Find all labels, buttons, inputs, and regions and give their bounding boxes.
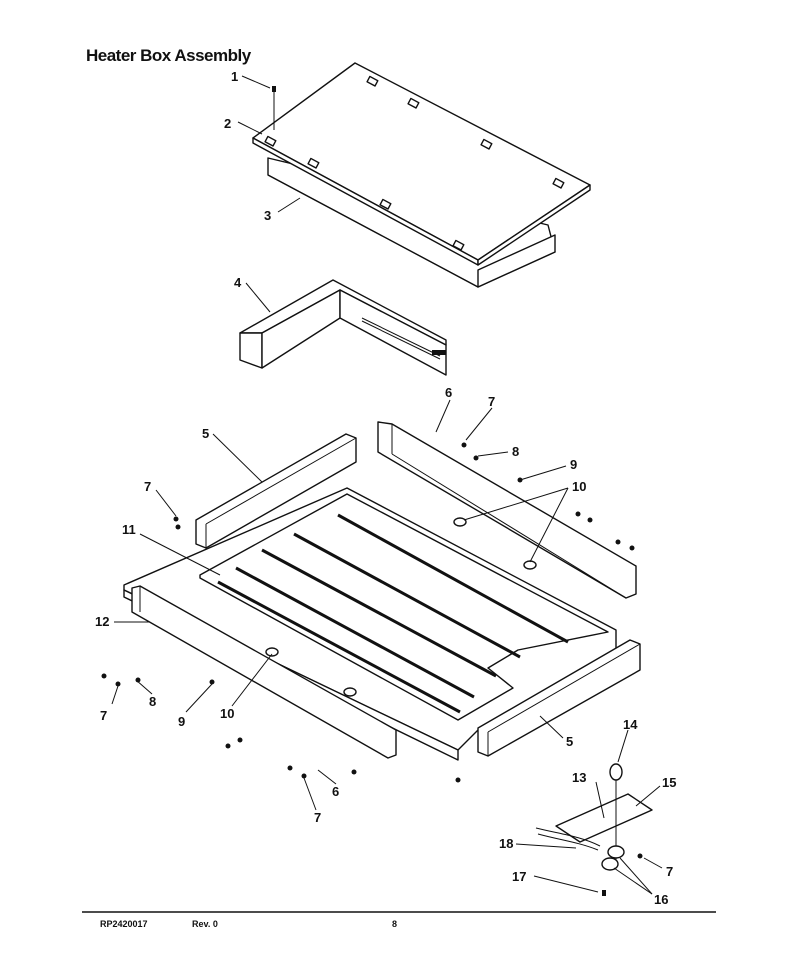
side-rail-lower-right xyxy=(477,639,641,757)
corner-insulation xyxy=(239,279,447,376)
callout-7-left: 7 xyxy=(144,479,151,494)
callout-6-lower: 6 xyxy=(332,784,339,799)
side-rail-right xyxy=(377,421,637,599)
footer-revision: Rev. 0 xyxy=(192,919,218,929)
callout-10-upper: 10 xyxy=(572,479,586,494)
callout-15: 15 xyxy=(662,775,676,790)
top-cover-plate xyxy=(252,62,591,266)
callout-4: 4 xyxy=(234,275,242,290)
callout-7-bracket: 7 xyxy=(666,864,673,879)
callout-2: 2 xyxy=(224,116,231,131)
screw-part-1 xyxy=(272,86,276,130)
callout-7-lower-left: 7 xyxy=(100,708,107,723)
fasteners xyxy=(101,442,643,859)
callout-18: 18 xyxy=(499,836,513,851)
callout-10-lower: 10 xyxy=(220,706,234,721)
callout-5-upper: 5 xyxy=(202,426,209,441)
callout-1: 1 xyxy=(231,69,238,84)
callout-9-lower: 9 xyxy=(178,714,185,729)
callout-6-upper: 6 xyxy=(445,385,452,400)
side-rail-left xyxy=(195,433,357,549)
page-title: Heater Box Assembly xyxy=(86,46,251,65)
callout-7-lower: 7 xyxy=(314,810,321,825)
thermostat-bracket-assembly xyxy=(535,763,653,896)
callout-11: 11 xyxy=(122,522,136,537)
leader-lines xyxy=(111,75,663,895)
callout-17: 17 xyxy=(512,869,526,884)
callout-13: 13 xyxy=(572,770,586,785)
callout-5-lower: 5 xyxy=(566,734,573,749)
callout-7-upper-right: 7 xyxy=(488,394,495,409)
callout-16: 16 xyxy=(654,892,668,907)
callout-12: 12 xyxy=(95,614,109,629)
callout-8-lower: 8 xyxy=(149,694,156,709)
callout-14: 14 xyxy=(623,717,638,732)
footer-doc-number: RP2420017 xyxy=(100,919,148,929)
front-rail xyxy=(131,585,397,759)
callout-8-upper: 8 xyxy=(512,444,519,459)
footer-page-number: 8 xyxy=(392,919,397,929)
callout-3: 3 xyxy=(264,208,271,223)
callout-labels: 1 2 3 4 5 6 7 8 9 10 7 11 12 7 8 9 10 5 … xyxy=(95,69,676,907)
callout-9-upper: 9 xyxy=(570,457,577,472)
